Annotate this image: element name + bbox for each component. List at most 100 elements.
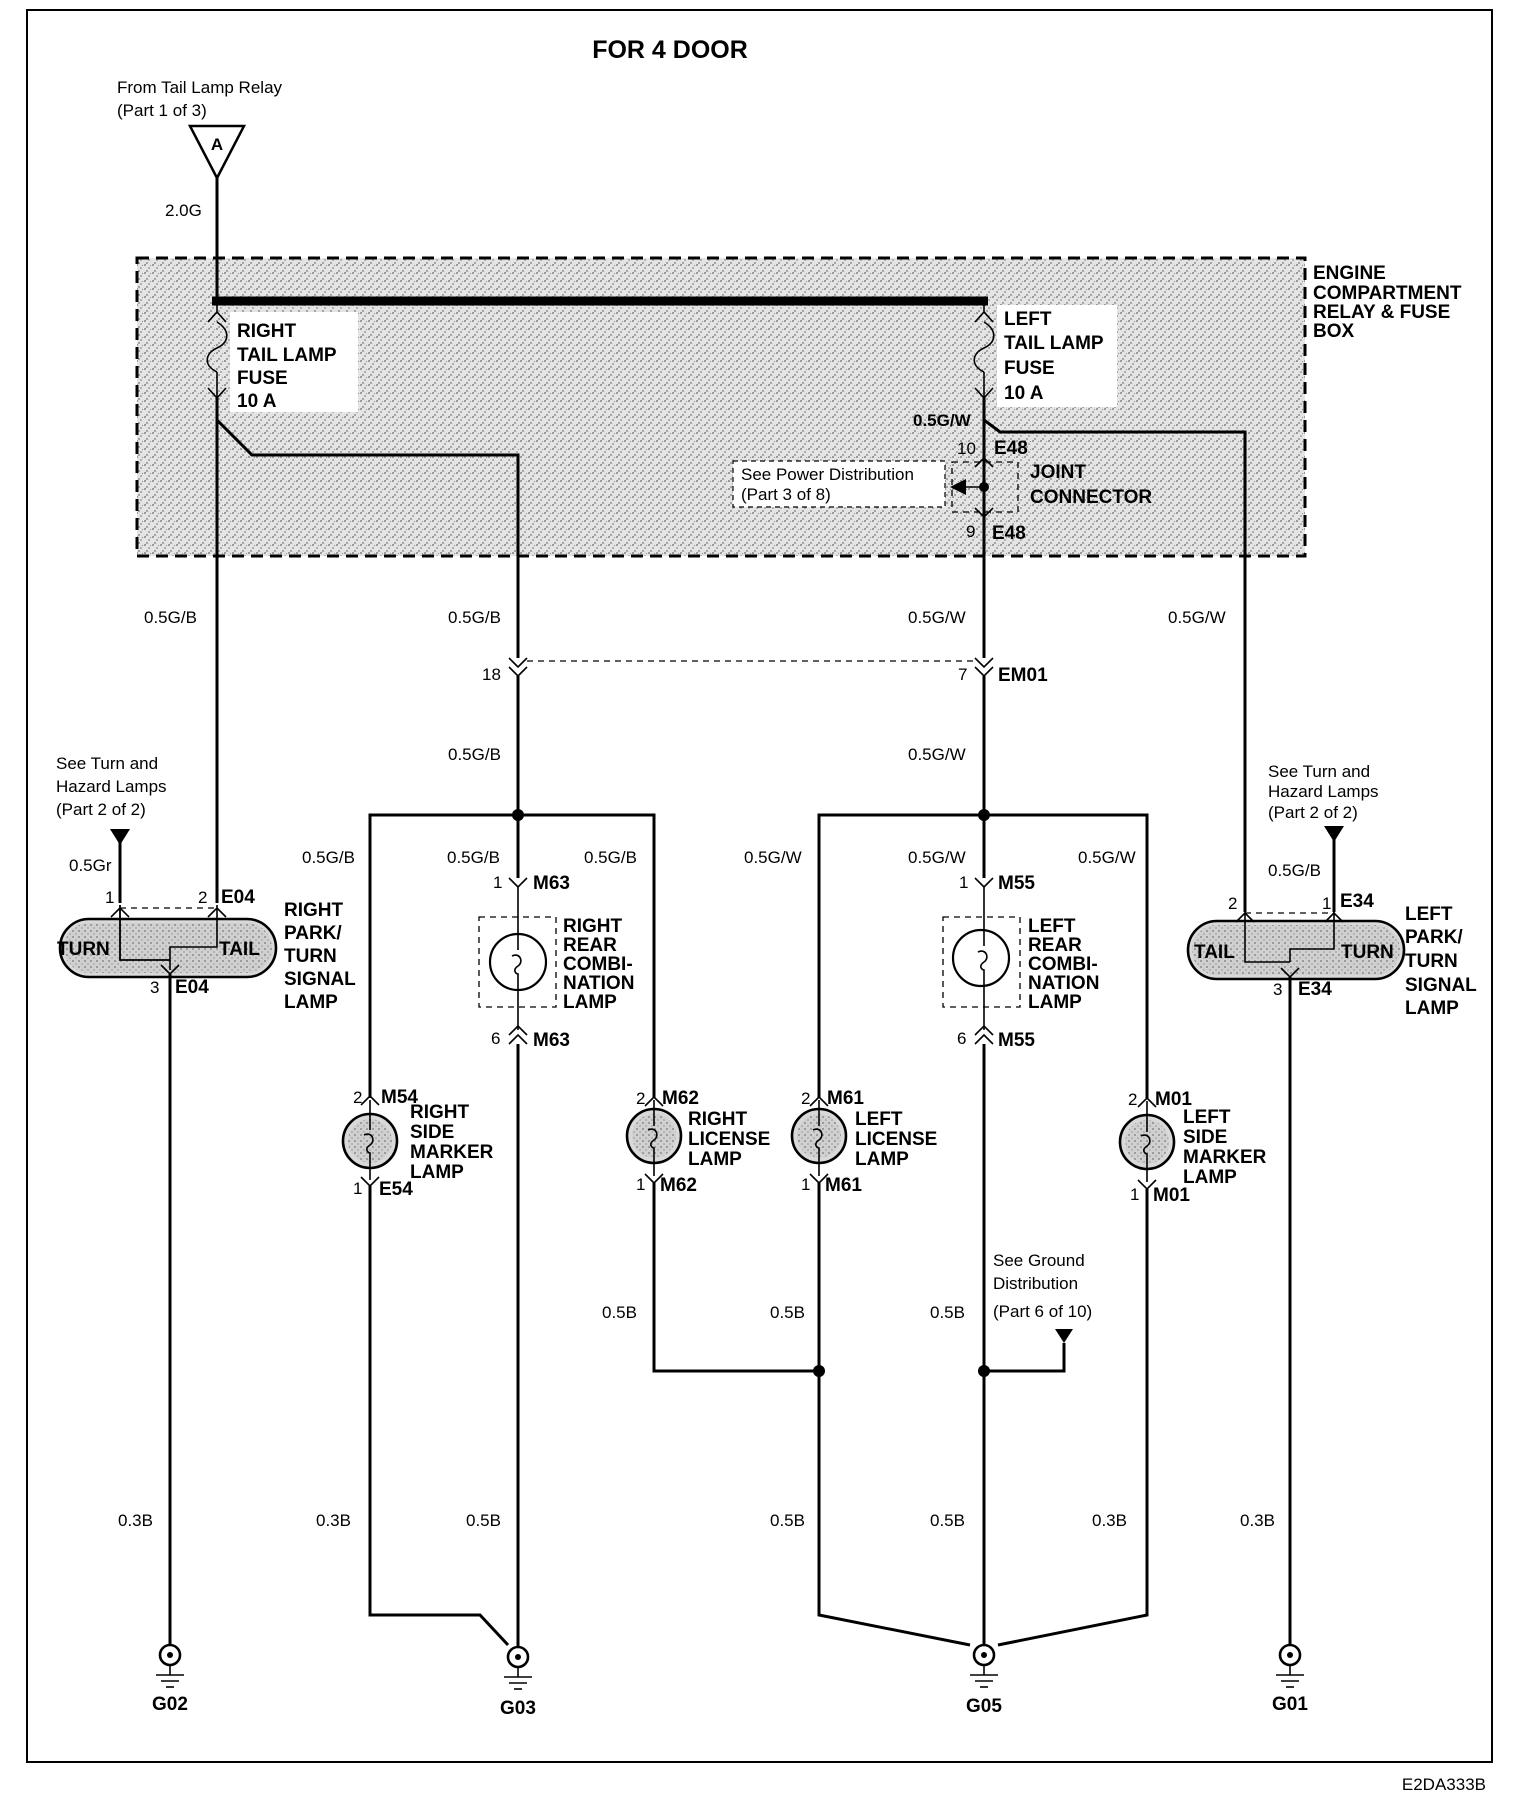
power-distribution-note-box [732,460,946,508]
m63-top-arrow [508,877,528,889]
svg-text:NATION: NATION [1028,973,1099,994]
connector-a-label: A [211,135,223,154]
svg-text:LAMP: LAMP [410,1162,464,1183]
joint-branch-arrow-icon [950,479,966,495]
m55-pin-bot: 6 [957,1029,966,1048]
m63-bottom-arrows [508,1024,528,1045]
svg-text:SIDE: SIDE [410,1122,454,1143]
right-license-name: RIGHT LICENSE LAMP [688,1109,770,1170]
m55-pin-top: 1 [959,873,968,892]
svg-text:ENGINE: ENGINE [1313,263,1386,284]
right-park-lamp-ground-path [119,905,171,970]
svg-text:(Part 2 of 2): (Part 2 of 2) [1268,803,1358,822]
m62-pin-bot: 1 [636,1175,645,1194]
ground-g03-icon [504,1645,532,1690]
svg-text:LEFT: LEFT [1405,904,1453,925]
svg-text:LAMP: LAMP [1405,998,1459,1019]
wire-label-g01: 0.3B [1240,1511,1275,1530]
left-park-conn3: E34 [1298,979,1332,1000]
svg-text:NATION: NATION [563,973,634,994]
left-park-pin1: 1 [1322,894,1331,913]
svg-text:10 A: 10 A [1004,383,1044,404]
ground-distribution-ref: See Ground Distribution (Part 6 of 10) [993,1251,1092,1321]
wire-label-e34-gw: 0.5G/W [1168,608,1226,627]
svg-text:LAMP: LAMP [688,1149,742,1170]
svg-text:(Part 2 of 2): (Part 2 of 2) [56,800,146,819]
svg-text:PARK/: PARK/ [1405,927,1463,948]
m61-conn-bot: M61 [825,1175,862,1196]
wire-e54-to-g03 [368,1186,510,1647]
svg-text:LAMP: LAMP [563,992,617,1013]
em01-pin-right: 18 [482,665,501,684]
svg-text:TURN: TURN [284,946,337,967]
m55-bottom-arrows [974,1024,994,1045]
turn-ref-left-arrow-icon [1324,826,1344,842]
splice-right [512,809,524,821]
wire-label-em01-gb: 0.5G/B [448,608,501,627]
svg-text:LICENSE: LICENSE [855,1129,937,1150]
svg-text:LEFT: LEFT [1183,1107,1231,1128]
right-fuse-label: RIGHT TAIL LAMP FUSE 10 A [237,321,337,412]
wire-label-gb-left: 0.5G/B [1268,861,1321,880]
left-park-tail-label: TAIL [1194,942,1235,963]
svg-text:MARKER: MARKER [410,1142,494,1163]
svg-text:COMBI-: COMBI- [563,954,633,975]
ground-g05-icon [970,1643,998,1688]
left-park-pin3: 3 [1273,980,1282,999]
em01-left-arrows [974,657,994,678]
m01-pin-bot: 1 [1130,1185,1139,1204]
splice-license [813,1365,825,1377]
turn-ref-right-arrow-icon [110,829,130,845]
wire-label-m61-gw: 0.5G/W [744,848,802,867]
ground-g01-icon [1276,1643,1304,1688]
m63-conn-bot: M63 [533,1030,570,1051]
wire-label-box-gw: 0.5G/W [913,411,972,430]
turn-hazard-ref-left: See Turn and Hazard Lamps (Part 2 of 2) [1268,762,1379,822]
left-fuse-label-bg [997,305,1117,407]
m54-conn-top: M54 [381,1087,418,1108]
left-park-lamp-shading [1192,925,1400,975]
wire-label-e04-gb: 0.5G/B [144,608,197,627]
left-license-lamp [790,1095,848,1185]
left-side-marker-name: LEFT SIDE MARKER LAMP [1183,1107,1267,1188]
wire-label-m61-b: 0.5B [770,1303,805,1322]
wire-label-m55-g05: 0.5B [930,1511,965,1530]
svg-text:FUSE: FUSE [1004,358,1055,379]
engine-box-label: ENGINE COMPARTMENT RELAY & FUSE BOX [1313,263,1462,342]
left-license-name: LEFT LICENSE LAMP [855,1109,937,1170]
left-park-conn: E34 [1340,891,1374,912]
m55-top-arrow [974,877,994,889]
source-label-2: (Part 1 of 3) [117,101,207,120]
svg-text:LEFT: LEFT [1028,916,1076,937]
ground-g02-label: G02 [152,1694,188,1715]
power-distribution-note-2: (Part 3 of 8) [741,485,831,504]
svg-text:See Turn and: See Turn and [1268,762,1370,781]
joint-conn-bottom: E48 [992,523,1026,544]
joint-connector-box [951,461,1019,513]
diagram-title: FOR 4 DOOR [592,36,748,64]
left-side-marker-lamp [1118,1096,1176,1191]
right-park-tail-label: TAIL [219,939,260,960]
m63-pin-top: 1 [493,873,502,892]
joint-splice-dot [979,482,989,492]
left-rear-combination-lamp [942,916,1021,1008]
svg-text:TAIL LAMP: TAIL LAMP [237,345,337,366]
wire-ground-ref [984,1343,1066,1373]
splice-left [978,809,990,821]
right-tail-lamp-fuse [206,301,228,400]
svg-text:Hazard Lamps: Hazard Lamps [1268,782,1379,801]
wire-label-m55-gw: 0.5G/W [908,848,966,867]
right-park-pin2: 2 [198,888,207,907]
joint-conn-top: E48 [994,438,1028,459]
right-park-pin2-arrow [207,906,227,918]
svg-text:RIGHT: RIGHT [410,1102,470,1123]
svg-text:LAMP: LAMP [855,1149,909,1170]
wire-label-e54-g03: 0.3B [316,1511,351,1530]
wire-label-g02: 0.3B [118,1511,153,1530]
joint-pin-bottom-arrow [974,507,994,519]
ground-g01-label: G01 [1272,1694,1308,1715]
svg-text:RIGHT: RIGHT [563,916,623,937]
right-park-pin1: 1 [105,888,114,907]
joint-pin-bottom: 9 [966,522,975,541]
wire-label-m63-gb: 0.5G/B [447,848,500,867]
